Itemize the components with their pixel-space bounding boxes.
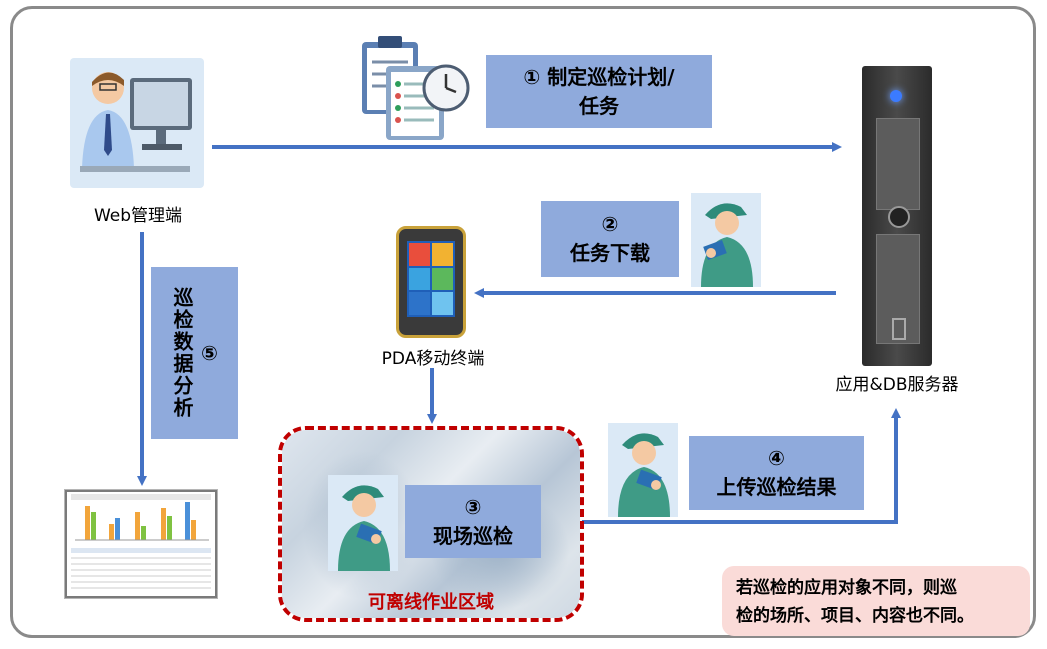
worker-icon-site	[328, 475, 398, 571]
step-3-box: ③ 现场巡检	[405, 485, 541, 558]
server-icon	[862, 66, 932, 366]
step-4-box: ④ 上传巡检结果	[689, 436, 864, 510]
server-bay-top	[876, 118, 920, 210]
analysis-report-thumbnail	[64, 489, 218, 599]
step-4-number: ④	[768, 446, 785, 470]
server-power-led	[890, 90, 902, 102]
step-4-label: 上传巡检结果	[716, 475, 837, 499]
plan-clipboard-icon	[354, 32, 472, 144]
offline-zone-label: 可离线作业区域	[368, 592, 494, 613]
note-line2: 检的场所、项目、内容也不同。	[736, 606, 974, 627]
pda-label: PDA移动终端	[381, 349, 485, 369]
server-slot	[892, 318, 906, 340]
note-line1: 若巡检的应用对象不同，则巡	[736, 578, 957, 598]
pda-device-icon	[396, 226, 466, 338]
step-2-box: ② 任务下载	[541, 201, 679, 277]
step-1-line1: ① 制定巡检计划/	[523, 64, 675, 89]
worker-icon-download	[691, 193, 761, 287]
step-5-label: 巡检数据分析	[170, 287, 195, 419]
server-bay-bottom	[876, 234, 920, 344]
web-admin-label: Web管理端	[93, 206, 183, 226]
arrow-site-to-server	[582, 408, 901, 524]
step-2-label: 任务下载	[570, 241, 650, 265]
note-box: 若巡检的应用对象不同，则巡 检的场所、项目、内容也不同。	[722, 566, 1030, 636]
server-label: 应用&DB服务器	[835, 375, 959, 395]
step-3-label: 现场巡检	[433, 523, 513, 548]
step-2-number: ②	[601, 212, 619, 236]
step-1-box: ① 制定巡检计划/ 任务	[486, 55, 712, 128]
web-admin-icon	[70, 58, 204, 188]
step-3-number: ③	[464, 494, 482, 519]
pda-screen	[407, 241, 455, 317]
server-button	[888, 206, 910, 228]
step-5-box: 巡检数据分析 ⑤	[151, 267, 238, 439]
worker-icon-upload	[608, 423, 678, 517]
step-1-line2: 任务	[579, 93, 619, 118]
step-5-number: ⑤	[201, 340, 218, 365]
